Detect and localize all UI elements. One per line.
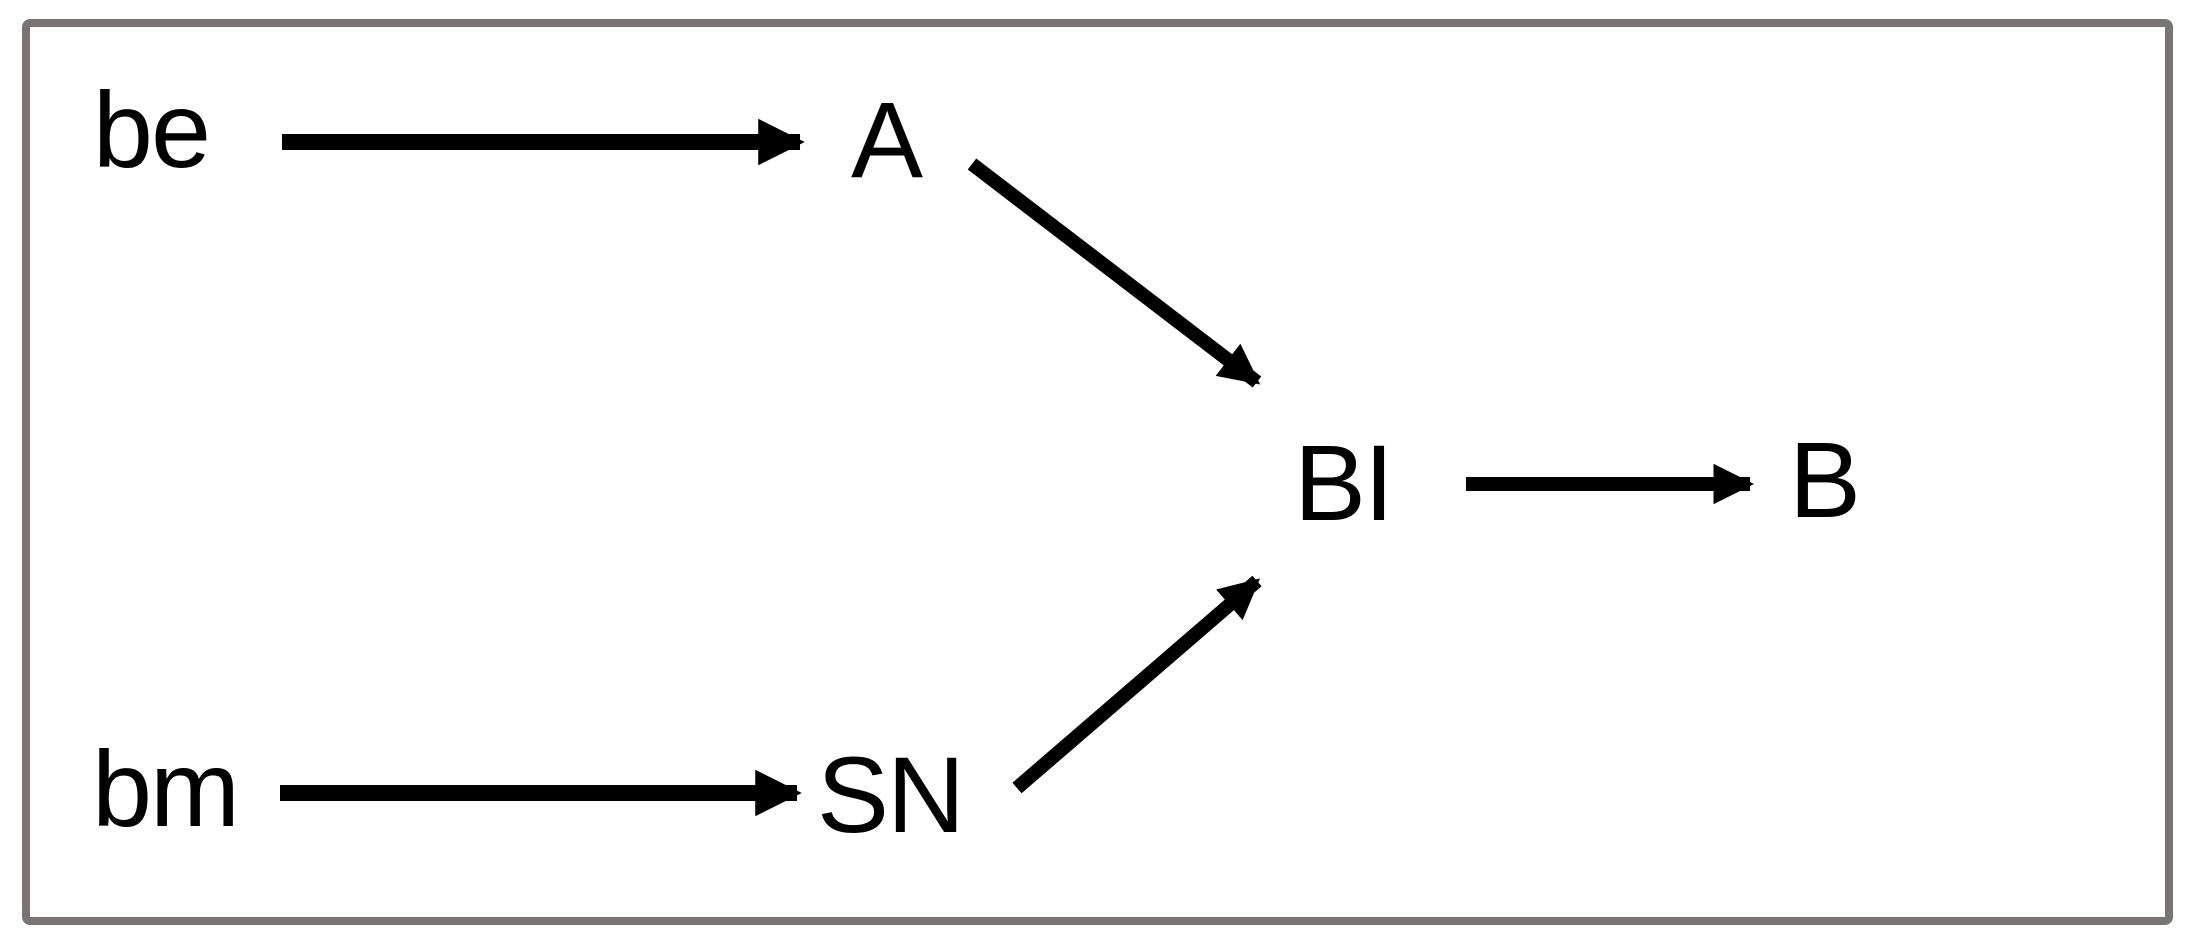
- node-label-be: be: [93, 69, 209, 190]
- node-label-SN: SN: [817, 734, 963, 855]
- arrow-SN-to-BI: [1012, 575, 1262, 794]
- diagram-frame-border: [22, 19, 2173, 925]
- node-label-A: A: [851, 79, 923, 200]
- arrow-A-to-BI: [967, 158, 1262, 388]
- node-label-B: B: [1789, 419, 1859, 540]
- node-label-bm: bm: [92, 728, 238, 849]
- node-labels-layer: be Abm SN BI B: [92, 69, 1861, 855]
- node-label-BI: BI: [1294, 422, 1392, 543]
- edges-layer: [280, 118, 1755, 817]
